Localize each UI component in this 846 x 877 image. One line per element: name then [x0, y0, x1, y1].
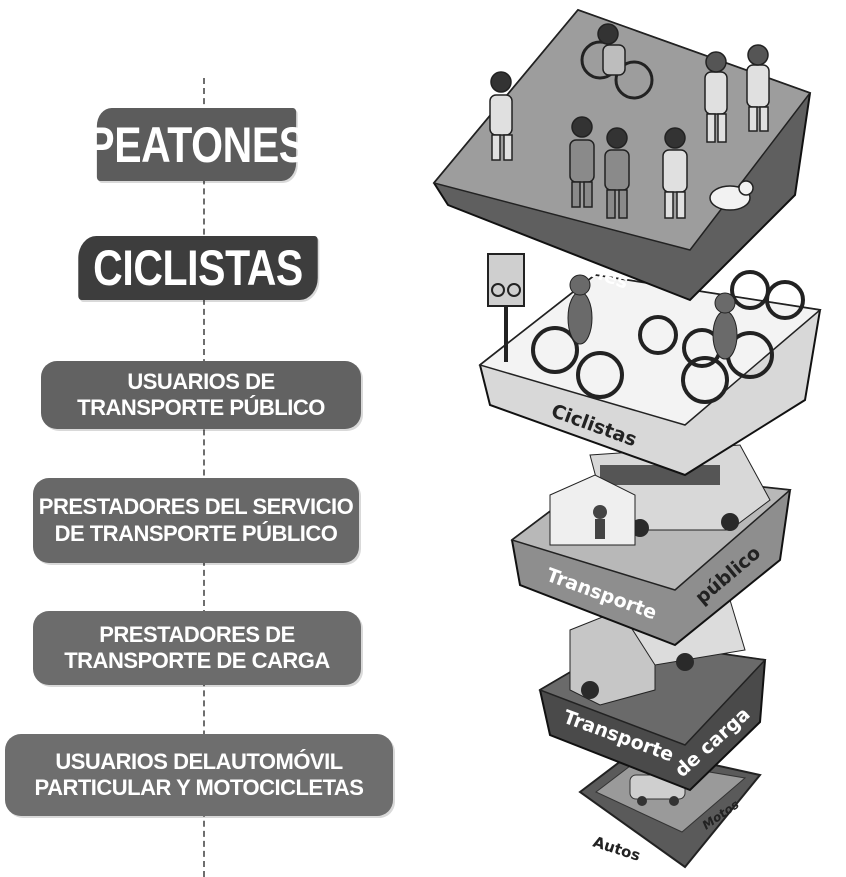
label-usuarios-transporte-publico: USUARIOS DE TRANSPORTE PÚBLICO	[41, 361, 361, 429]
pyramid-text-autos: Autos	[591, 833, 643, 865]
level-peatones: Peatones	[432, 8, 812, 302]
dashed-divider-line	[203, 78, 205, 877]
label-ciclistas: CICLISTAS	[78, 236, 318, 300]
pedestrian-icons	[489, 23, 770, 219]
level-transporte-publico: Transporte público	[510, 444, 792, 647]
label-usuarios-automovil-motocicletas: USUARIOS DELAUTOMÓVIL PARTICULAR Y MOTOC…	[5, 734, 393, 816]
cyclist-riders	[567, 274, 738, 360]
bicycle-sign-icon	[487, 253, 525, 362]
bus-stop-icon	[549, 474, 636, 546]
label-prestadores-transporte-carga: PRESTADORES DE TRANSPORTE DE CARGA	[33, 611, 361, 685]
inverted-mobility-pyramid: Autos Motos Transporte de carga Transpor…	[432, 8, 822, 869]
label-peatones: PEATONES	[87, 108, 306, 181]
level-ciclistas: Ciclistas	[478, 253, 822, 477]
label-prestadores-servicio-transporte-publico: PRESTADORES DEL SERVICIO DE TRANSPORTE P…	[33, 478, 359, 563]
